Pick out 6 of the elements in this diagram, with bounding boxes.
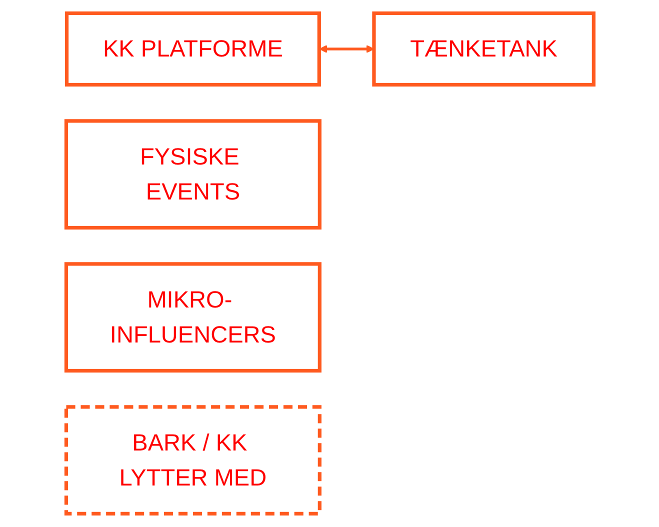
node-box: FYSISKE EVENTS: [64, 119, 321, 230]
node-box: BARK / KK LYTTER MED: [64, 405, 321, 516]
node-box: TÆNKETANK: [372, 11, 596, 87]
arrow: [318, 45, 374, 53]
node-box: KK PLATFORME: [64, 11, 320, 87]
node-box: MIKRO- INFLUENCERS: [64, 262, 321, 373]
